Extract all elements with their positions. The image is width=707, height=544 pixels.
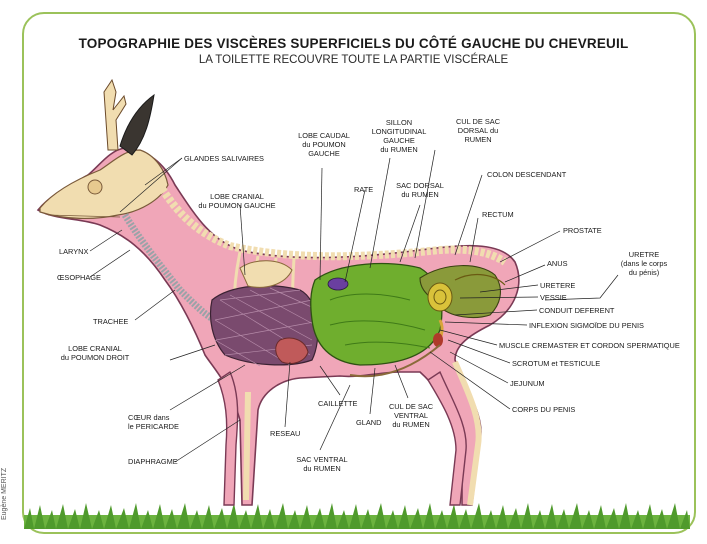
grass-strip: [24, 503, 690, 529]
label-lobe-cranial-droit: LOBE CRANIAL du POUMON DROIT: [52, 344, 138, 362]
label-corps-du-penis: CORPS DU PENIS: [512, 405, 575, 414]
label-trachee: TRACHEE: [93, 317, 128, 326]
label-caillette: CAILLETTE: [318, 399, 357, 408]
label-coeur: CŒUR dans le PERICARDE: [128, 413, 179, 431]
label-vessie: VESSIE: [540, 293, 567, 302]
label-muscle-cremaster: MUSCLE CREMASTER ET CORDON SPERMATIQUE: [499, 341, 680, 350]
label-lobe-caudal: LOBE CAUDAL du POUMON GAUCHE: [295, 131, 353, 158]
label-cul-de-sac-ventral: CUL DE SAC VENTRAL du RUMEN: [383, 402, 439, 429]
label-glandes-salivaires: GLANDES SALIVAIRES: [184, 154, 264, 163]
label-diaphragme: DIAPHRAGME: [128, 457, 178, 466]
label-rectum: RECTUM: [482, 210, 514, 219]
label-sac-ventral: SAC VENTRAL du RUMEN: [293, 455, 351, 473]
label-sac-dorsal: SAC DORSAL du RUMEN: [391, 181, 449, 199]
label-anus: ANUS: [547, 259, 568, 268]
antler-and-ear: [104, 80, 154, 155]
label-colon-descendant: COLON DESCENDANT: [487, 170, 566, 179]
label-gland: GLAND: [356, 418, 381, 427]
label-lobe-cranial-gauche: LOBE CRANIAL du POUMON GAUCHE: [196, 192, 278, 210]
label-cul-de-sac-dorsal: CUL DE SAC DORSAL du RUMEN: [450, 117, 506, 144]
label-larynx: LARYNX: [59, 247, 88, 256]
label-uretere: URETERE: [540, 281, 575, 290]
label-rate: RATE: [354, 185, 373, 194]
label-inflexion-sigmoide: INFLEXION SIGMOÏDE DU PENIS: [529, 321, 644, 330]
label-prostate: PROSTATE: [563, 226, 602, 235]
label-conduit-deferent: CONDUIT DEFERENT: [539, 306, 614, 315]
label-oesophage: ŒSOPHAGE: [57, 273, 101, 282]
label-scrotum: SCROTUM et TESTICULE: [512, 359, 600, 368]
label-sillon-longitudinal: SILLON LONGITUDINAL GAUCHE du RUMEN: [367, 118, 431, 154]
label-uretre: URETRE (dans le corps du pénis): [608, 250, 680, 277]
label-jejunum: JEJUNUM: [510, 379, 545, 388]
label-reseau: RESEAU: [270, 429, 300, 438]
